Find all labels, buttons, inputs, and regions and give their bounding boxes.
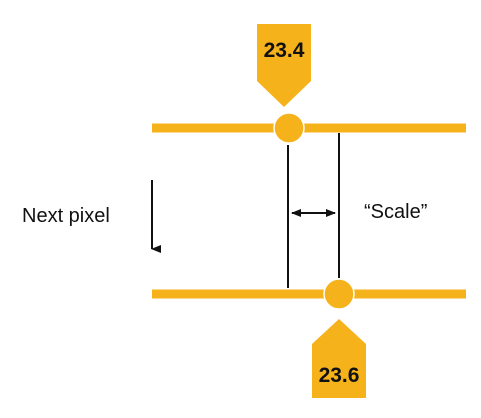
top-callout-shape [257, 24, 311, 107]
top-sample-point [273, 112, 305, 144]
next-pixel-label: Next pixel [22, 205, 110, 227]
bottom-callout-value: 23.6 [319, 364, 360, 387]
bottom-sample-point [323, 278, 355, 310]
scale-label: “Scale” [364, 201, 427, 223]
bottom-callout-shape [312, 319, 366, 398]
top-callout-value: 23.4 [264, 39, 305, 62]
